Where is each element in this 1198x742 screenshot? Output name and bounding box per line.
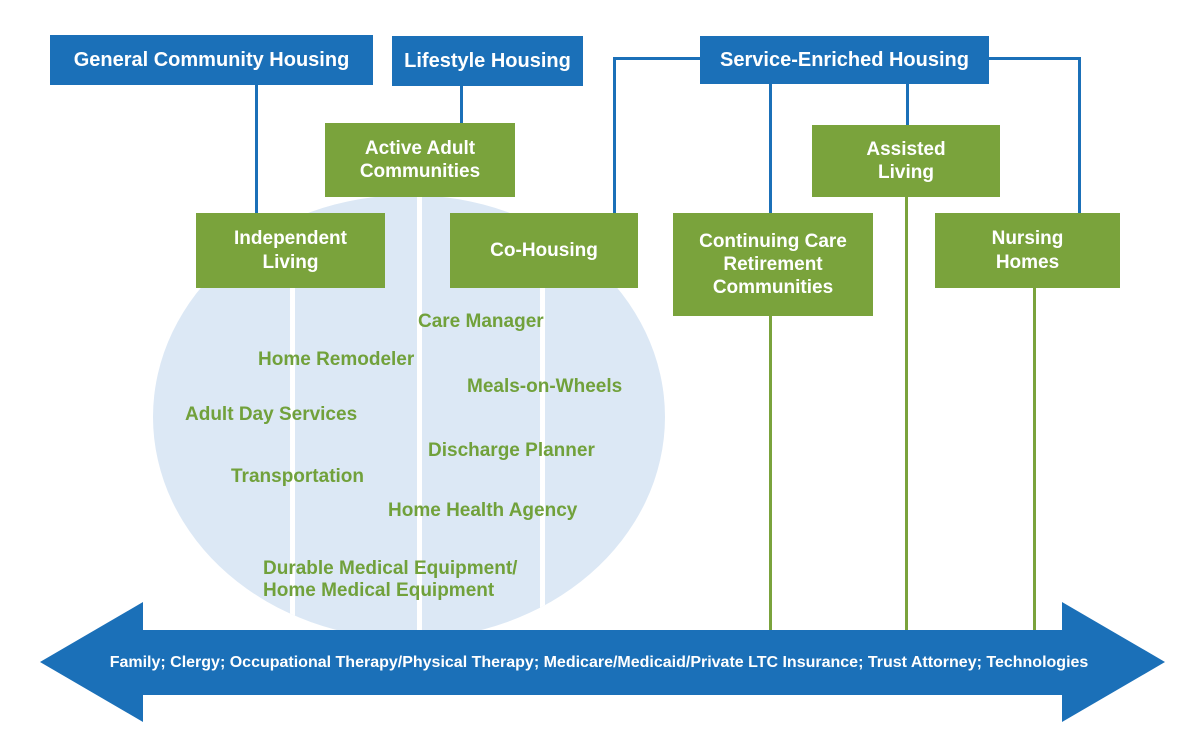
circle-divider-2 (417, 195, 422, 639)
box-lifestyle-housing: Lifestyle Housing (392, 36, 583, 86)
connector-lifestyle-to-active-adult (460, 86, 463, 123)
service-home-remodeler: Home Remodeler (258, 349, 415, 370)
connector-service-to-cohousing-vertical (613, 57, 616, 213)
box-general-community-housing: General Community Housing (50, 35, 373, 85)
connector-service-to-nursing-horizontal (986, 57, 1081, 60)
service-transportation: Transportation (231, 466, 365, 487)
arrow-right-head (1062, 602, 1165, 722)
box-active-adult-communities: Active Adult Communities (325, 123, 515, 197)
connector-service-to-cohousing-horizontal (613, 57, 703, 60)
service-adult-day-services: Adult Day Services (185, 404, 358, 425)
arrow-label: Family; Clergy; Occupational Therapy/Phy… (109, 653, 1089, 671)
arrow-body (140, 630, 1062, 695)
service-care-manager: Care Manager (418, 311, 544, 332)
box-nursing-homes: Nursing Homes (935, 213, 1120, 288)
service-meals-on-wheels: Meals-on-Wheels (467, 376, 623, 397)
dropline-nursing-homes (1033, 287, 1036, 637)
box-assisted-living: Assisted Living (812, 125, 1000, 197)
arrow-left-head (40, 602, 143, 722)
service-home-health-agency: Home Health Agency (388, 500, 578, 521)
box-co-housing: Co-Housing (450, 213, 638, 288)
dropline-assisted-living (905, 197, 908, 637)
service-discharge-planner: Discharge Planner (428, 440, 595, 461)
box-independent-living: Independent Living (196, 213, 385, 288)
connector-general-to-independent (255, 85, 258, 213)
connector-service-to-ccrc (769, 84, 772, 213)
box-service-enriched-housing: Service-Enriched Housing (700, 36, 989, 84)
box-ccrc: Continuing Care Retirement Communities (673, 213, 873, 316)
connector-service-to-nursing-vertical (1078, 57, 1081, 213)
connector-service-to-assisted (906, 84, 909, 125)
service-durable-medical-equipment: Durable Medical Equipment/ Home Medical … (263, 558, 518, 601)
circle-divider-3 (540, 195, 545, 639)
circle-divider-1 (290, 195, 295, 639)
dropline-ccrc (769, 315, 772, 637)
